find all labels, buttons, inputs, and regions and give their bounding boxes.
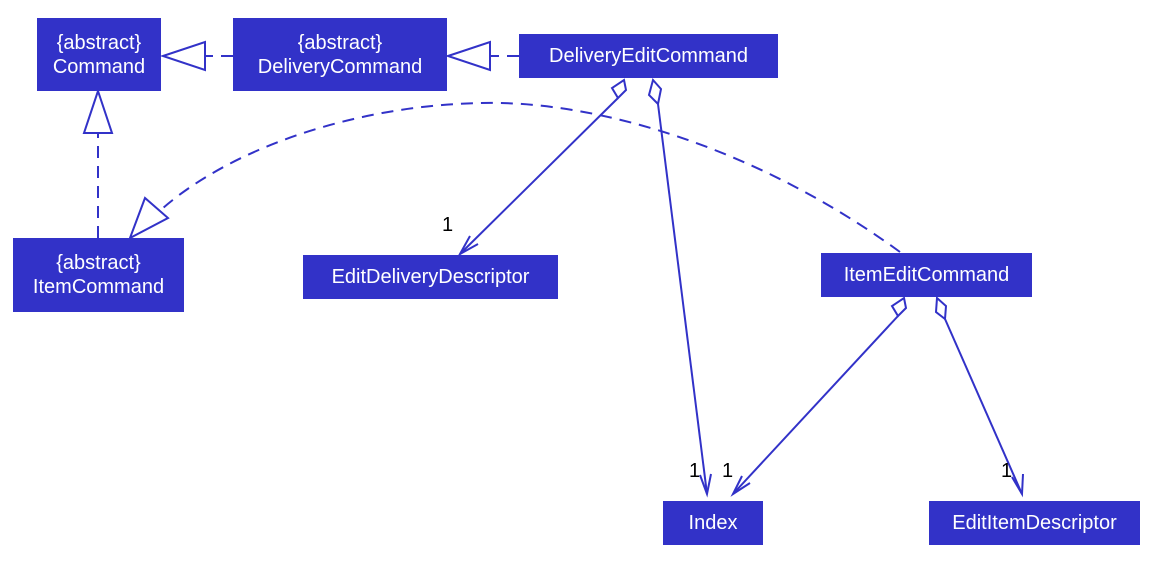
class-delivery-edit-command: DeliveryEditCommand	[519, 34, 778, 78]
class-name: DeliveryCommand	[257, 55, 423, 78]
class-name: Command	[52, 55, 146, 78]
edge-deliveryeditcommand-index	[657, 103, 708, 495]
hollow-triangle-head	[82, 87, 114, 134]
class-index: Index	[663, 501, 763, 545]
diamond-aggregation-icon	[647, 77, 663, 107]
class-name: ItemCommand	[32, 276, 165, 298]
class-delivery-command: {abstract} DeliveryCommand	[233, 18, 447, 91]
multiplicity-label: 1	[689, 460, 700, 482]
class-edit-item-descriptor: EditItemDescriptor	[929, 501, 1140, 545]
edge-deliveryeditcommand-editdeliverydescriptor	[459, 97, 619, 255]
class-name: EditItemDescriptor	[952, 512, 1117, 534]
multiplicity-label: 1	[1001, 460, 1012, 482]
class-name: EditDeliveryDescriptor	[331, 266, 530, 288]
class-command: {abstract} Command	[37, 18, 161, 91]
class-edit-delivery-descriptor: EditDeliveryDescriptor	[303, 255, 558, 299]
class-stereotype: {abstract}	[297, 31, 383, 54]
class-stereotype: {abstract}	[56, 252, 141, 274]
diamond-aggregation-icon	[934, 295, 948, 321]
arrow-head	[730, 475, 751, 497]
hollow-triangle-head	[444, 40, 491, 72]
class-item-edit-command: ItemEditCommand	[821, 253, 1032, 297]
hollow-triangle-head	[128, 196, 170, 241]
edge-itemeditcommand-index	[732, 315, 899, 495]
hollow-triangle-head	[159, 40, 206, 72]
class-name: Index	[688, 512, 738, 534]
class-stereotype: {abstract}	[56, 31, 142, 54]
diamond-aggregation-icon	[890, 296, 908, 318]
multiplicity-label: 1	[722, 460, 733, 482]
arrow-head	[1011, 473, 1024, 498]
diamond-aggregation-icon	[610, 78, 628, 100]
multiplicity-label: 1	[442, 214, 453, 236]
arrow-head	[699, 473, 712, 498]
class-item-command: {abstract} ItemCommand	[13, 238, 184, 312]
class-name: DeliveryEditCommand	[549, 45, 748, 67]
edge-itemeditcommand-itemcommand	[162, 101, 901, 253]
class-name: ItemEditCommand	[843, 264, 1010, 286]
edge-itemeditcommand-edititemdescriptor	[944, 318, 1023, 495]
arrow-head	[457, 235, 479, 257]
